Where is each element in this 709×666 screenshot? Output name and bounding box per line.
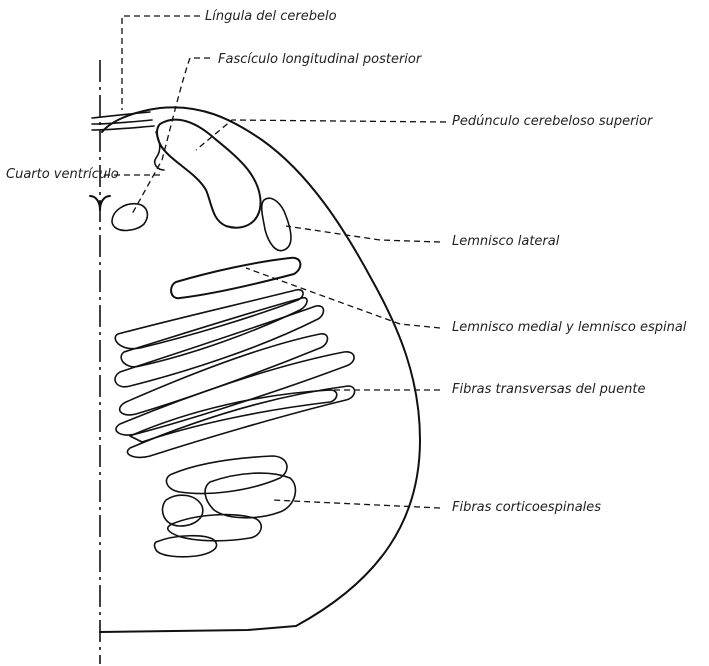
corticospinal-bundle-3 xyxy=(162,495,202,526)
medial-lemniscus xyxy=(171,258,300,298)
leader-pedunculo xyxy=(196,120,446,150)
lingula-lamella-3 xyxy=(92,126,154,130)
leader-lemnisco-lateral xyxy=(286,226,440,242)
leader-fasciculo xyxy=(132,58,210,214)
label-pedunculo: Pedúnculo cerebeloso superior xyxy=(452,114,652,130)
label-fibras-corticoespinales: Fibras corticoespinales xyxy=(452,500,601,516)
corticospinal-bundle-1 xyxy=(166,456,287,493)
label-fibras-transversas: Fibras transversas del puente xyxy=(452,382,645,398)
transverse-fibre-7 xyxy=(130,390,337,442)
corticospinal-bundle-2 xyxy=(205,473,295,518)
leader-lemnisco-medial xyxy=(246,268,440,328)
label-lingula: Língula del cerebelo xyxy=(205,9,337,25)
label-lemnisco-medial: Lemnisco medial y lemnisco espinal xyxy=(452,320,686,336)
label-fasciculo: Fascículo longitudinal posterior xyxy=(218,52,421,68)
transverse-fibre-6 xyxy=(127,386,354,457)
transverse-fibre-1 xyxy=(115,290,303,349)
lingula-lamella-2 xyxy=(92,120,152,124)
transverse-fibre-2 xyxy=(121,298,307,367)
superior-cerebellar-peduncle xyxy=(157,120,261,228)
leader-fibras-corticoespinales xyxy=(272,500,440,508)
lateral-lemniscus xyxy=(262,198,291,250)
transverse-fibre-5 xyxy=(116,352,354,435)
corticospinal-bundle-5 xyxy=(155,536,217,557)
label-cuarto-ventriculo: Cuarto ventrículo xyxy=(6,167,119,183)
label-lemnisco-lateral: Lemnisco lateral xyxy=(452,234,559,250)
posterior-longitudinal-fasciculus xyxy=(112,204,147,231)
